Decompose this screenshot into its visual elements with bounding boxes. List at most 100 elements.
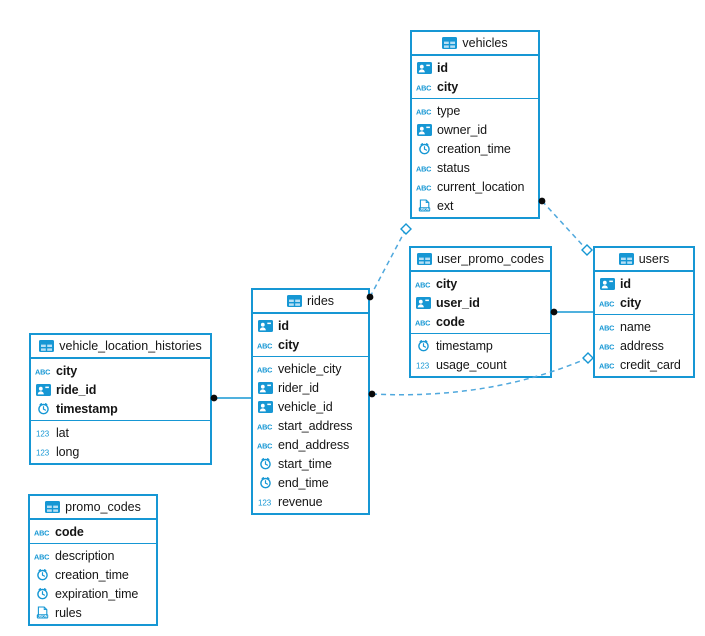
column-row-creation_time[interactable]: creation_time xyxy=(412,139,538,158)
timestamp-icon xyxy=(415,339,432,352)
string-icon: ABC xyxy=(416,163,433,173)
svg-text:ABC: ABC xyxy=(34,552,50,561)
svg-text:JSON: JSON xyxy=(420,208,430,212)
table-header[interactable]: vehicle_location_histories xyxy=(31,335,210,359)
number-icon: 123 xyxy=(35,447,52,456)
column-row-timestamp[interactable]: timestamp xyxy=(411,336,550,355)
table-icon xyxy=(442,37,458,49)
column-row-long[interactable]: 123 long xyxy=(31,442,210,461)
column-row-end_address[interactable]: ABC end_address xyxy=(253,435,368,454)
string-icon: ABC xyxy=(416,106,433,116)
svg-text:ABC: ABC xyxy=(416,183,432,192)
column-name: usage_count xyxy=(436,357,507,372)
table-header[interactable]: users xyxy=(595,248,693,272)
column-name: lat xyxy=(56,425,69,440)
column-row-id[interactable]: id xyxy=(595,274,693,293)
column-name: city xyxy=(437,79,459,94)
svg-text:ABC: ABC xyxy=(416,107,432,116)
columns-section: timestamp 123 usage_count xyxy=(411,334,550,376)
column-name: long xyxy=(56,444,80,459)
column-row-lat[interactable]: 123 lat xyxy=(31,423,210,442)
column-name: city xyxy=(436,276,458,291)
column-name: id xyxy=(437,60,448,75)
id-icon xyxy=(257,400,274,413)
column-name: city xyxy=(620,295,642,310)
column-row-owner_id[interactable]: owner_id xyxy=(412,120,538,139)
table-name: user_promo_codes xyxy=(436,252,544,266)
column-row-usage_count[interactable]: 123 usage_count xyxy=(411,355,550,374)
column-row-city[interactable]: ABC city xyxy=(412,77,538,96)
table-name: vehicles xyxy=(462,36,508,50)
id-icon xyxy=(35,383,52,396)
svg-text:123: 123 xyxy=(36,429,50,437)
column-row-city[interactable]: ABC city xyxy=(411,274,550,293)
column-name: code xyxy=(55,524,84,539)
svg-text:ABC: ABC xyxy=(257,341,273,350)
svg-text:123: 123 xyxy=(416,361,430,369)
column-row-ride_id[interactable]: ride_id xyxy=(31,380,210,399)
column-row-id[interactable]: id xyxy=(412,58,538,77)
svg-text:ABC: ABC xyxy=(416,83,432,92)
column-row-vehicle_id[interactable]: vehicle_id xyxy=(253,397,368,416)
string-icon: ABC xyxy=(257,340,274,350)
svg-text:ABC: ABC xyxy=(599,323,615,332)
column-row-type[interactable]: ABC type xyxy=(412,101,538,120)
column-name: creation_time xyxy=(55,567,129,582)
table-header[interactable]: vehicles xyxy=(412,32,538,56)
column-row-revenue[interactable]: 123 revenue xyxy=(253,492,368,511)
table-icon xyxy=(286,295,302,307)
timestamp-icon xyxy=(34,568,51,581)
svg-text:ABC: ABC xyxy=(599,361,615,370)
string-icon: ABC xyxy=(415,279,432,289)
column-row-user_id[interactable]: user_id xyxy=(411,293,550,312)
column-row-timestamp[interactable]: timestamp xyxy=(31,399,210,418)
column-row-rider_id[interactable]: rider_id xyxy=(253,378,368,397)
timestamp-icon xyxy=(35,402,52,415)
column-row-end_time[interactable]: end_time xyxy=(253,473,368,492)
string-icon: ABC xyxy=(416,82,433,92)
timestamp-icon xyxy=(34,587,51,600)
column-row-expiration_time[interactable]: expiration_time xyxy=(30,584,156,603)
table-header[interactable]: rides xyxy=(253,290,368,314)
string-icon: ABC xyxy=(34,551,51,561)
column-row-start_time[interactable]: start_time xyxy=(253,454,368,473)
column-row-id[interactable]: id xyxy=(253,316,368,335)
column-name: revenue xyxy=(278,494,323,509)
number-icon: 123 xyxy=(257,497,274,506)
id-icon xyxy=(416,61,433,74)
svg-text:ABC: ABC xyxy=(257,441,273,450)
table-name: users xyxy=(638,252,670,266)
column-name: type xyxy=(437,103,461,118)
table-header[interactable]: promo_codes xyxy=(30,496,156,520)
column-name: user_id xyxy=(436,295,480,310)
column-name: end_address xyxy=(278,437,350,452)
column-row-creation_time[interactable]: creation_time xyxy=(30,565,156,584)
table-header[interactable]: user_promo_codes xyxy=(411,248,550,272)
column-name: city xyxy=(56,363,78,378)
